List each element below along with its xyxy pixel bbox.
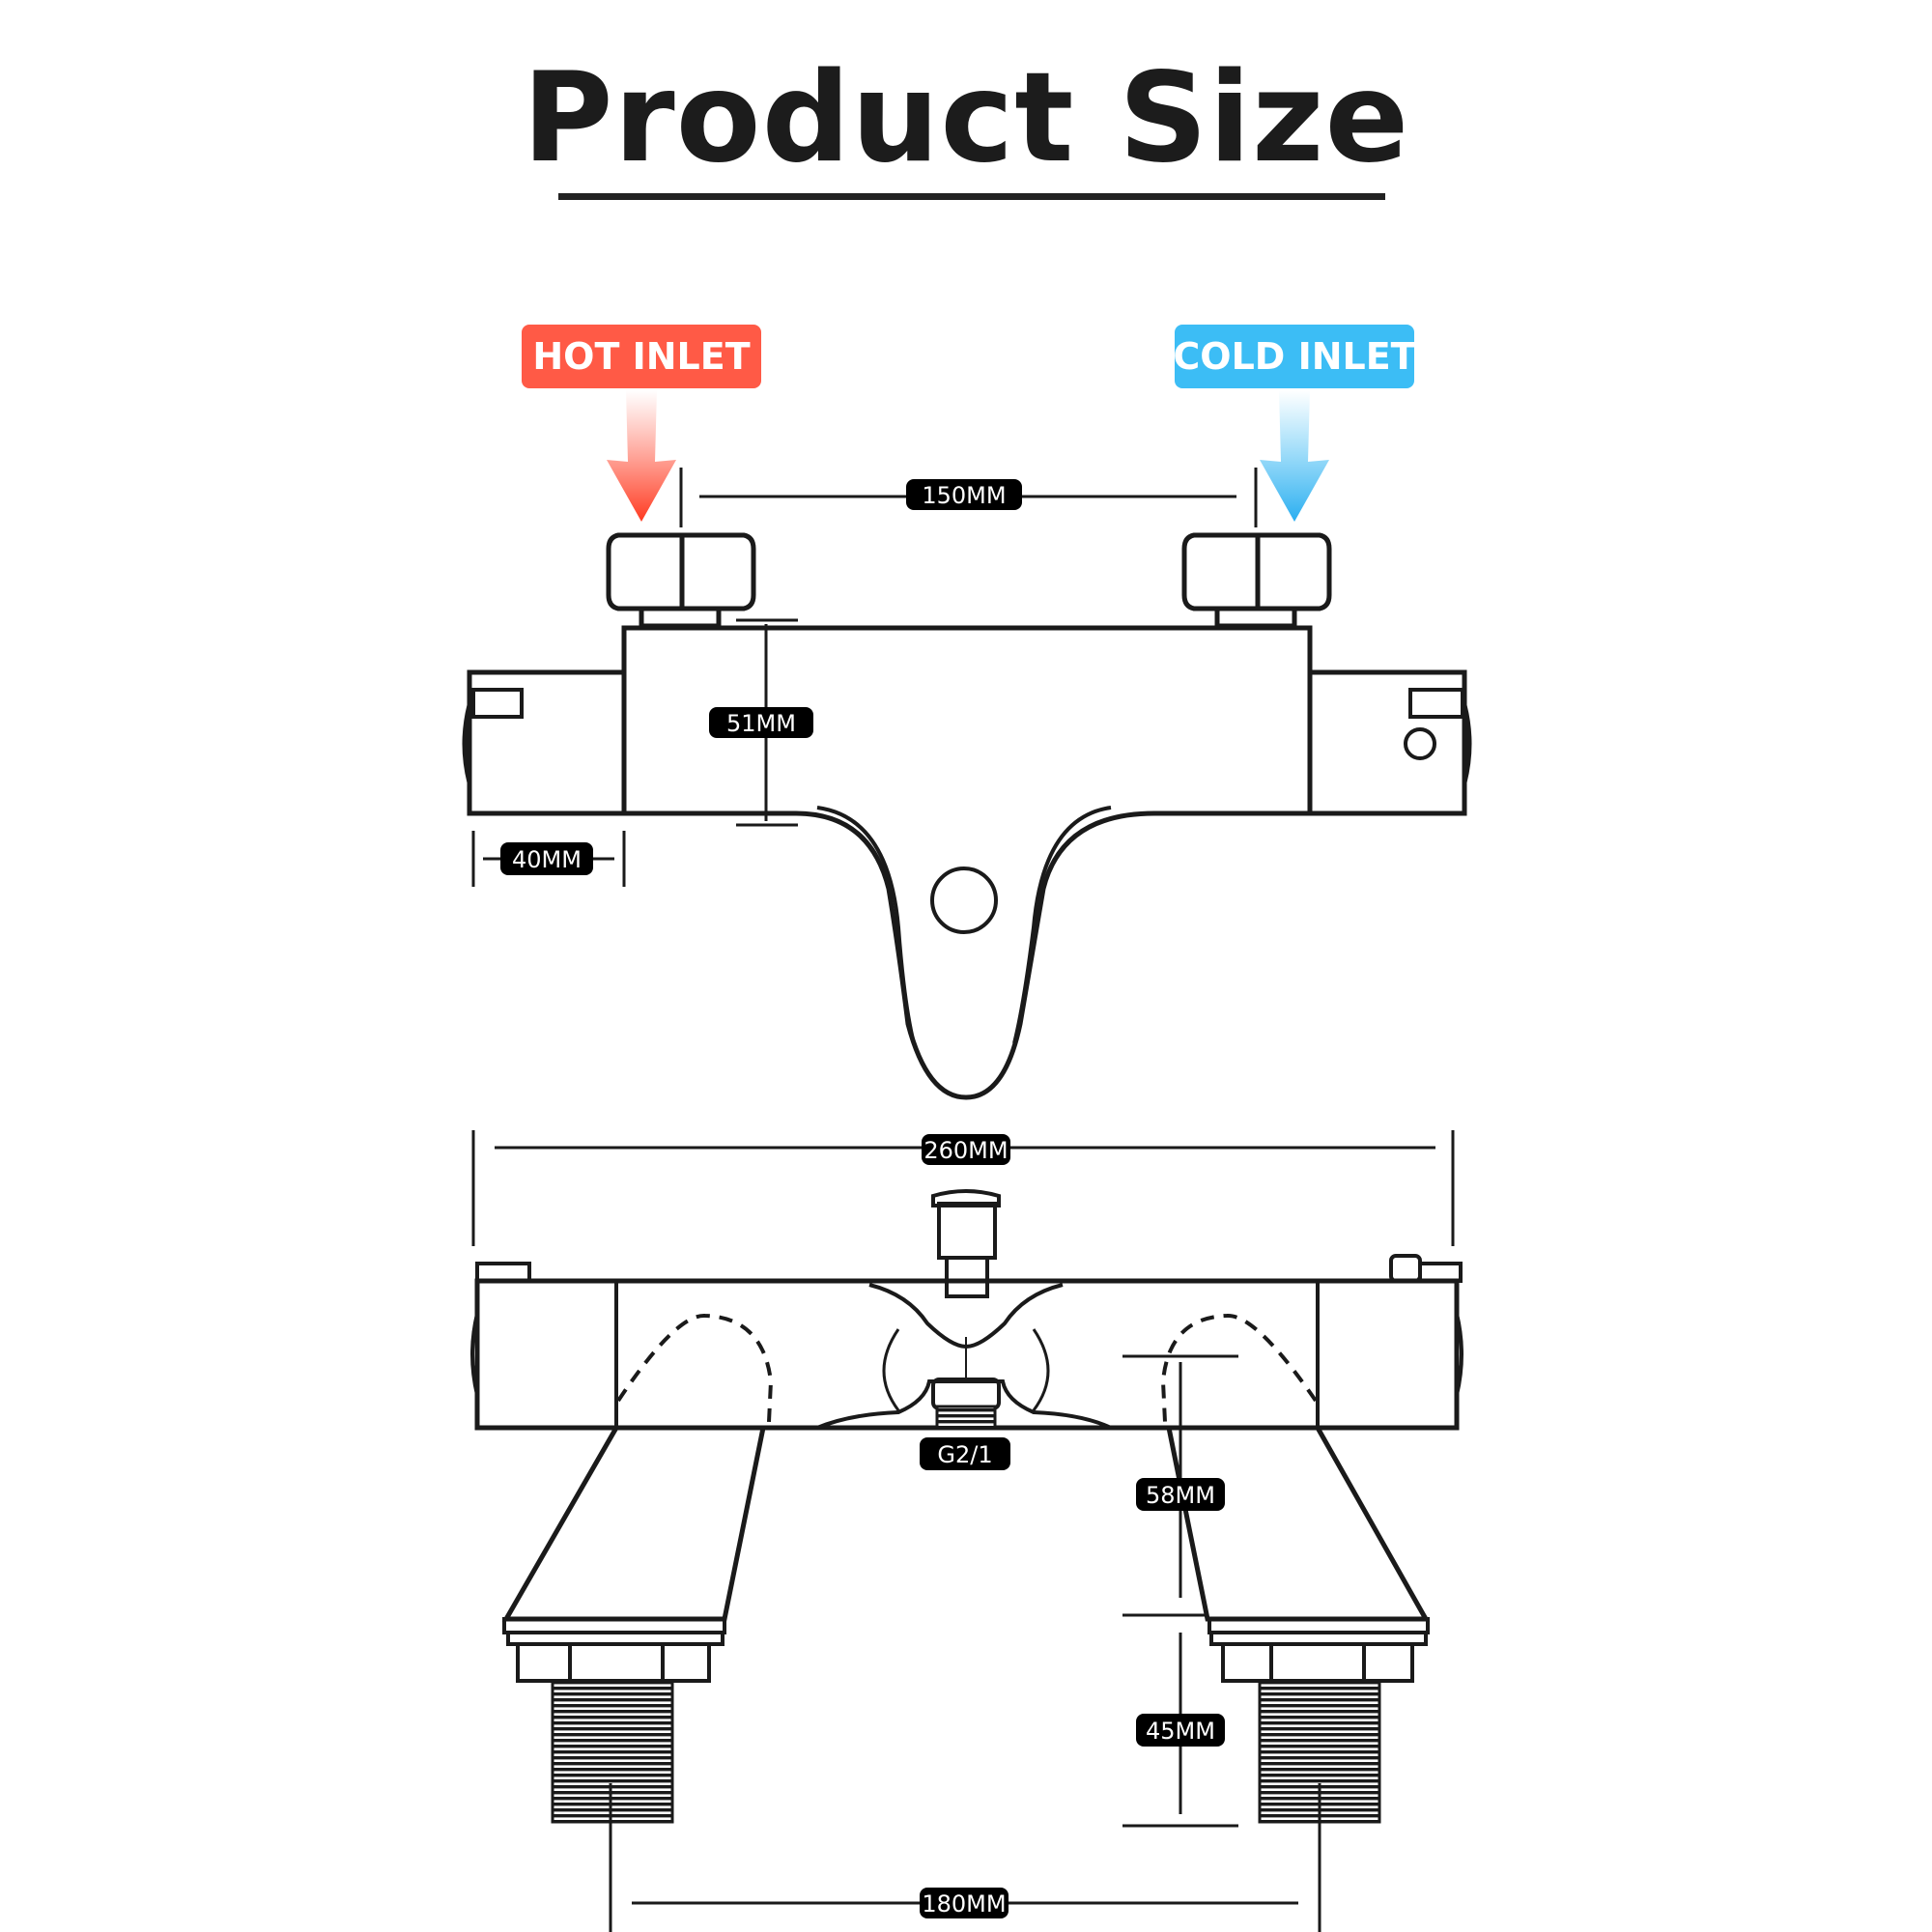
right-leg [1166, 1426, 1431, 1622]
left-thread [551, 1679, 674, 1824]
dim-badge-leg-spacing: 180MM [920, 1888, 1009, 1918]
top-dimension-lines [471, 468, 1258, 887]
title-underline [558, 193, 1385, 200]
top-outlet-hole [930, 867, 998, 934]
svg-text:40MM: 40MM [512, 846, 582, 873]
cold-inlet-group: COLD INLET [1173, 325, 1416, 522]
svg-text:58MM: 58MM [1146, 1482, 1215, 1509]
svg-text:180MM: 180MM [922, 1890, 1006, 1918]
cold-inlet-label: COLD INLET [1173, 335, 1415, 378]
svg-text:260MM: 260MM [923, 1137, 1008, 1164]
hot-inlet-group: HOT INLET [522, 325, 761, 522]
hot-inlet-badge [522, 325, 761, 388]
svg-text:51MM: 51MM [726, 710, 796, 737]
left-handle-dashed [616, 1313, 774, 1423]
svg-text:150MM: 150MM [922, 482, 1006, 509]
dim-badge-end-cap-width: 40MM [500, 842, 593, 875]
front-view-drawing [470, 1189, 1463, 1824]
hot-inlet-label: HOT INLET [532, 335, 750, 378]
svg-text:45MM: 45MM [1146, 1718, 1215, 1745]
top-view-drawing [462, 532, 1472, 1100]
hot-inlet-arrow-icon [607, 390, 676, 522]
right-end-cap [1307, 669, 1467, 816]
svg-text:G2/1: G2/1 [937, 1441, 992, 1468]
dim-badge-inlet-spacing: 150MM [906, 479, 1022, 510]
left-leg [501, 1426, 766, 1622]
page-title: Product Size [522, 46, 1410, 190]
hot-inlet-nut [606, 532, 756, 611]
dim-badge-body-height: 51MM [709, 707, 813, 738]
cold-inlet-badge [1175, 325, 1414, 388]
dim-badge-thread-length: 45MM [1136, 1714, 1225, 1747]
left-end-cap [467, 669, 627, 816]
top-spout [624, 810, 1310, 1100]
cold-inlet-nut [1181, 532, 1332, 611]
dim-badge-outlet-thread: G2/1 [920, 1437, 1010, 1470]
dim-badge-leg-height: 58MM [1136, 1478, 1225, 1511]
front-top-fitting [937, 1202, 997, 1260]
right-handle-dashed [1160, 1313, 1318, 1423]
cold-inlet-arrow-icon [1260, 390, 1329, 522]
dim-badge-overall-length: 260MM [922, 1134, 1010, 1165]
front-bottom-outlet [931, 1378, 1001, 1410]
